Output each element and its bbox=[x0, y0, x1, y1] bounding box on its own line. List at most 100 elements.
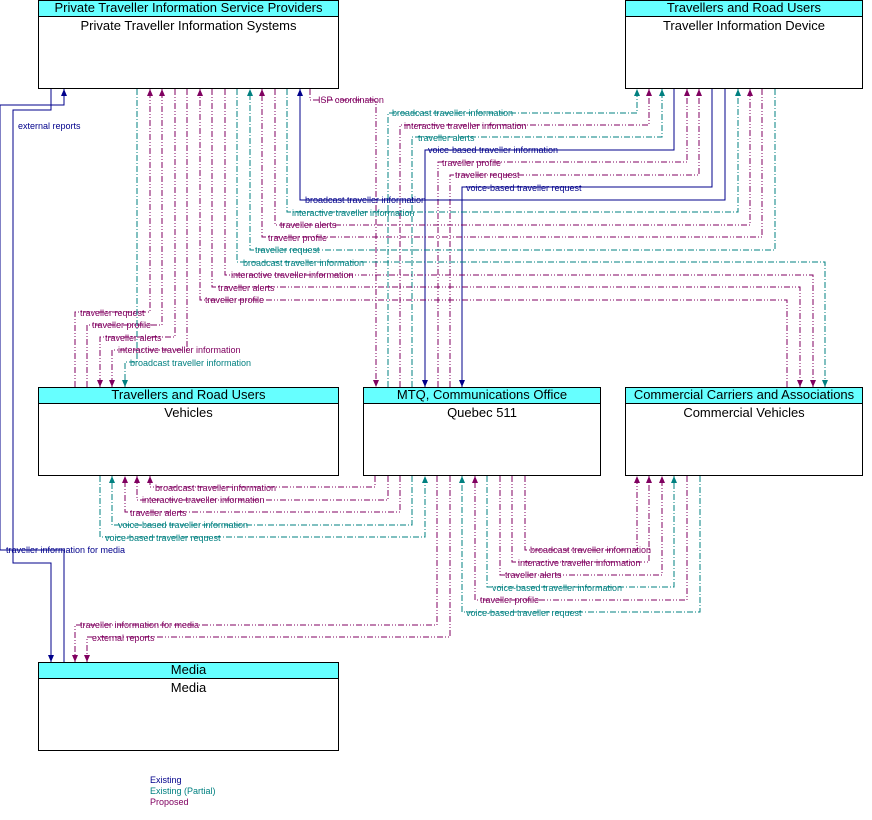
flow-label: broadcast traveller information bbox=[530, 545, 651, 555]
node-media[interactable]: Media Media bbox=[38, 662, 339, 751]
arrowhead-icon bbox=[122, 476, 128, 483]
flow-voice-based-traveller-information: voice-based traveller information bbox=[109, 476, 413, 530]
stakeholder-label: Travellers and Road Users bbox=[626, 1, 862, 17]
arrowhead-icon bbox=[109, 476, 115, 483]
flow-traveller-alerts: traveller alerts bbox=[122, 476, 401, 518]
flow-label: traveller alerts bbox=[105, 333, 162, 343]
flow-line bbox=[124, 476, 401, 513]
arrowhead-icon bbox=[97, 380, 103, 387]
flow-line bbox=[111, 476, 413, 526]
flow-label: broadcast traveller information bbox=[305, 195, 426, 205]
flow-label: traveller alerts bbox=[280, 220, 337, 230]
flow-traveller-alerts: traveller alerts bbox=[211, 89, 803, 387]
flow-label: interactive traveller information bbox=[142, 495, 265, 505]
flow-line bbox=[249, 89, 776, 251]
arrowhead-icon bbox=[197, 89, 203, 96]
flow-label: voice-based traveller request bbox=[466, 608, 582, 618]
flow-label: voice-based traveller request bbox=[466, 183, 582, 193]
arrowhead-icon bbox=[797, 380, 803, 387]
arrowhead-icon bbox=[61, 89, 67, 96]
element-label: Commercial Vehicles bbox=[683, 405, 805, 420]
flow-line bbox=[274, 89, 751, 226]
element-label: Media bbox=[170, 680, 207, 695]
arrowhead-icon bbox=[84, 655, 90, 662]
flow-line bbox=[424, 89, 675, 387]
flow-interactive-traveller-information: interactive traveller information bbox=[399, 89, 652, 387]
arrowhead-icon bbox=[259, 89, 265, 96]
arrowhead-icon bbox=[459, 380, 465, 387]
node-vehicles[interactable]: Travellers and Road Users Vehicles bbox=[38, 387, 339, 476]
flow-label: broadcast traveller information bbox=[243, 258, 364, 268]
flow-broadcast-traveller-information: broadcast traveller information bbox=[236, 89, 828, 387]
flow-label: traveller alerts bbox=[218, 283, 275, 293]
flow-voice-based-traveller-request: voice-based traveller request bbox=[459, 476, 701, 618]
flow-isp-coordination: ISP coordination bbox=[309, 89, 384, 387]
arrowhead-icon bbox=[822, 380, 828, 387]
element-label: Traveller Information Device bbox=[662, 18, 826, 33]
arrowhead-icon bbox=[810, 380, 816, 387]
flow-traveller-profile: traveller profile bbox=[472, 476, 688, 605]
arrowhead-icon bbox=[422, 476, 428, 483]
flow-interactive-traveller-information: interactive traveller information bbox=[224, 89, 816, 387]
arrowhead-icon bbox=[696, 89, 702, 96]
arrowhead-icon bbox=[247, 89, 253, 96]
flow-line bbox=[286, 89, 739, 213]
flow-label: voice-based traveller information bbox=[492, 583, 622, 593]
flow-label: interactive traveller information bbox=[518, 558, 641, 568]
arrowhead-icon bbox=[373, 380, 379, 387]
node-commercial-vehicles[interactable]: Commercial Carriers and Associations Com… bbox=[625, 387, 863, 476]
arrowhead-icon bbox=[72, 655, 78, 662]
flow-traveller-request: traveller request bbox=[247, 89, 776, 255]
stakeholder-label: Commercial Carriers and Associations bbox=[626, 388, 862, 404]
flow-line bbox=[236, 89, 826, 387]
node-quebec-511[interactable]: MTQ, Communications Office Quebec 511 bbox=[363, 387, 601, 476]
arrowhead-icon bbox=[147, 476, 153, 483]
legend-label: Existing (Partial) bbox=[150, 786, 216, 796]
flow-line bbox=[224, 89, 814, 387]
node-traveller-information-device[interactable]: Travellers and Road Users Traveller Info… bbox=[625, 0, 863, 89]
arrowhead-icon bbox=[646, 476, 652, 483]
flow-label: interactive traveller information bbox=[404, 121, 527, 131]
arrowhead-icon bbox=[659, 476, 665, 483]
arrowhead-icon bbox=[159, 89, 165, 96]
arrowhead-icon bbox=[747, 89, 753, 96]
flow-line bbox=[524, 476, 638, 551]
flow-line bbox=[399, 89, 650, 387]
node-private-traveller-information-systems[interactable]: Private Traveller Information Service Pr… bbox=[38, 0, 339, 89]
flow-line bbox=[111, 89, 188, 387]
flow-line bbox=[474, 476, 688, 601]
flow-line bbox=[12, 89, 52, 662]
flow-line bbox=[99, 476, 426, 538]
flow-voice-based-traveller-request: voice-based traveller request bbox=[99, 476, 428, 543]
arrowhead-icon bbox=[459, 476, 465, 483]
flow-traveller-profile: traveller profile bbox=[259, 89, 763, 243]
flow-line bbox=[199, 89, 788, 387]
arrowhead-icon bbox=[134, 476, 140, 483]
flow-label: traveller alerts bbox=[130, 508, 187, 518]
flow-label: broadcast traveller information bbox=[130, 358, 251, 368]
flow-broadcast-traveller-information: broadcast traveller information bbox=[524, 476, 651, 555]
arrowhead-icon bbox=[472, 476, 478, 483]
flow-line bbox=[74, 476, 438, 662]
flow-line bbox=[299, 89, 726, 201]
flow-label: broadcast traveller information bbox=[155, 483, 276, 493]
flow-line bbox=[211, 89, 801, 387]
flow-label: traveller information for media bbox=[6, 545, 125, 555]
flow-interactive-traveller-information: interactive traveller information bbox=[109, 89, 241, 387]
legend-item-partial: Existing (Partial) bbox=[38, 786, 278, 797]
flow-traveller-information-for-media: traveller information for media bbox=[72, 476, 438, 662]
arrowhead-icon bbox=[634, 476, 640, 483]
flow-label: traveller profile bbox=[442, 158, 501, 168]
flow-label: voice-based traveller information bbox=[118, 520, 248, 530]
flow-label: traveller profile bbox=[205, 295, 264, 305]
arrowhead-icon bbox=[684, 89, 690, 96]
flow-traveller-alerts: traveller alerts bbox=[97, 89, 176, 387]
flow-traveller-profile: traveller profile bbox=[437, 89, 690, 387]
flow-label: voice-based traveller information bbox=[428, 145, 558, 155]
flow-label: traveller profile bbox=[92, 320, 151, 330]
flow-traveller-alerts: traveller alerts bbox=[411, 89, 665, 387]
flow-label: interactive traveller information bbox=[118, 345, 241, 355]
flow-broadcast-traveller-information: broadcast traveller information bbox=[147, 476, 376, 493]
flow-label: traveller alerts bbox=[418, 133, 475, 143]
